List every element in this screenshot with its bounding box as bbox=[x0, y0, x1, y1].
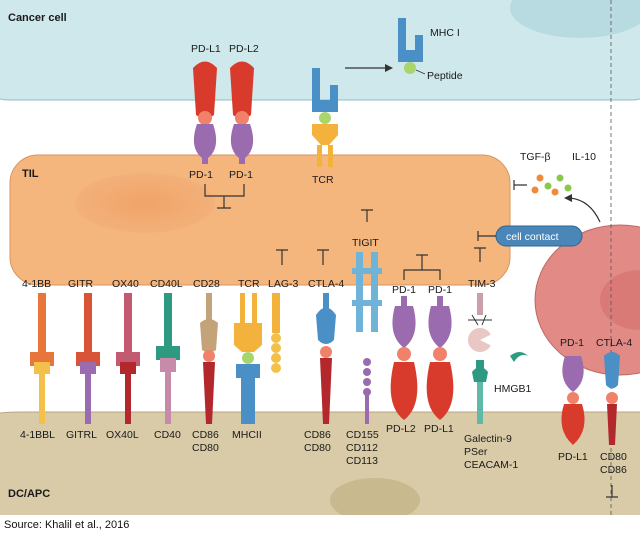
r-tigit: TIGIT bbox=[352, 237, 379, 249]
top-pd1b-label: PD-1 bbox=[229, 169, 253, 181]
l-pdl1-treg: PD-L1 bbox=[558, 451, 588, 463]
immune-checkpoint-diagram: Cancer cell DC/APC TIL PD-L1 PD-L2 PD-1 … bbox=[0, 0, 640, 515]
l-ox40l: OX40L bbox=[106, 429, 139, 441]
cancer-cell: Cancer cell bbox=[0, 0, 640, 101]
apc-cell: DC/APC bbox=[0, 411, 640, 515]
source-caption: Source: Khalil et al., 2016 bbox=[4, 519, 130, 531]
l-pdl2: PD-L2 bbox=[386, 423, 416, 435]
r-gitr: GITR bbox=[68, 278, 93, 290]
pair-tim3 bbox=[468, 293, 528, 424]
l-mhcii: MHCII bbox=[232, 429, 262, 441]
tgf-label: TGF-β bbox=[520, 151, 551, 163]
r-ctla4: CTLA-4 bbox=[308, 278, 344, 290]
r-pd1a: PD-1 bbox=[392, 284, 416, 296]
top-pdl1 bbox=[193, 61, 217, 164]
l-cd86a: CD86 bbox=[192, 429, 219, 441]
l-cd155: CD155 bbox=[346, 429, 379, 441]
pair-ox40 bbox=[116, 293, 140, 424]
r-lag3: LAG-3 bbox=[268, 278, 299, 290]
mhc1-molecule bbox=[398, 18, 426, 75]
l-cd80b: CD80 bbox=[304, 442, 331, 454]
l-cd86b: CD86 bbox=[304, 429, 331, 441]
til-cell: TIL bbox=[9, 154, 511, 286]
ligand-labels: 4-1BBL GITRL OX40L CD40 CD86 CD80 MHCII … bbox=[20, 383, 627, 476]
pair-tcr-mhcii bbox=[234, 293, 262, 424]
r-ox40: OX40 bbox=[112, 278, 139, 290]
pair-41bb bbox=[30, 293, 54, 424]
l-cd80-treg: CD80 bbox=[600, 451, 627, 463]
l-gitrl: GITRL bbox=[66, 429, 97, 441]
mhc1-label: MHC I bbox=[430, 27, 460, 39]
l-41bbl: 4-1BBL bbox=[20, 429, 55, 441]
r-pd1-treg: PD-1 bbox=[560, 337, 584, 349]
l-cd112: CD112 bbox=[346, 442, 378, 454]
l-hmgb1: HMGB1 bbox=[494, 383, 532, 395]
l-cd113: CD113 bbox=[346, 455, 378, 467]
pair-cd40l bbox=[156, 293, 180, 424]
r-tcr: TCR bbox=[238, 278, 260, 290]
r-pd1b: PD-1 bbox=[428, 284, 452, 296]
l-galectin9: Galectin-9 bbox=[464, 433, 512, 445]
top-mhc-tcr: TCR bbox=[312, 68, 338, 186]
pair-ctla4 bbox=[316, 293, 336, 424]
cytokine-dots bbox=[531, 174, 572, 196]
top-pd1-inhibit bbox=[204, 184, 245, 209]
top-pdl2-label: PD-L2 bbox=[229, 43, 259, 55]
pair-gitr bbox=[76, 293, 100, 424]
top-pdl2 bbox=[230, 61, 254, 164]
r-tim3: TIM-3 bbox=[468, 278, 496, 290]
il10-label: IL-10 bbox=[572, 151, 596, 163]
apc-label: DC/APC bbox=[8, 488, 50, 500]
top-tcr-label: TCR bbox=[312, 174, 334, 186]
top-pdl1-label: PD-L1 bbox=[191, 43, 221, 55]
r-cd28: CD28 bbox=[193, 278, 220, 290]
r-cd40l: CD40L bbox=[150, 278, 183, 290]
pair-lag3 bbox=[271, 293, 281, 373]
pair-pd1-pdl2 bbox=[390, 296, 418, 420]
receptor-labels: 4-1BB GITR OX40 CD40L CD28 TCR LAG-3 CTL… bbox=[22, 237, 632, 349]
cell-contact-label: cell contact bbox=[506, 231, 559, 243]
treg-cell bbox=[534, 224, 640, 376]
l-pdl1: PD-L1 bbox=[424, 423, 454, 435]
pair-tigit bbox=[352, 252, 382, 424]
pair-treg-pd1-pdl1 bbox=[561, 356, 585, 445]
l-ceacam1: CEACAM-1 bbox=[464, 459, 518, 471]
r-41bb: 4-1BB bbox=[22, 278, 51, 290]
til-label: TIL bbox=[22, 168, 39, 180]
pair-pd1-pdl1 bbox=[426, 296, 454, 420]
cancer-cell-label: Cancer cell bbox=[8, 12, 67, 24]
l-cd40: CD40 bbox=[154, 429, 181, 441]
l-cd86-treg: CD86 bbox=[600, 464, 627, 476]
l-cd80a: CD80 bbox=[192, 442, 219, 454]
pair-cd28 bbox=[200, 293, 218, 424]
cytokine-inhibit bbox=[513, 180, 527, 190]
r-ctla4-treg: CTLA-4 bbox=[596, 337, 632, 349]
pair-treg-ctla4-cd80 bbox=[604, 352, 620, 498]
peptide-label: Peptide bbox=[427, 70, 463, 82]
top-pd1a-label: PD-1 bbox=[189, 169, 213, 181]
l-pser: PSer bbox=[464, 446, 488, 458]
